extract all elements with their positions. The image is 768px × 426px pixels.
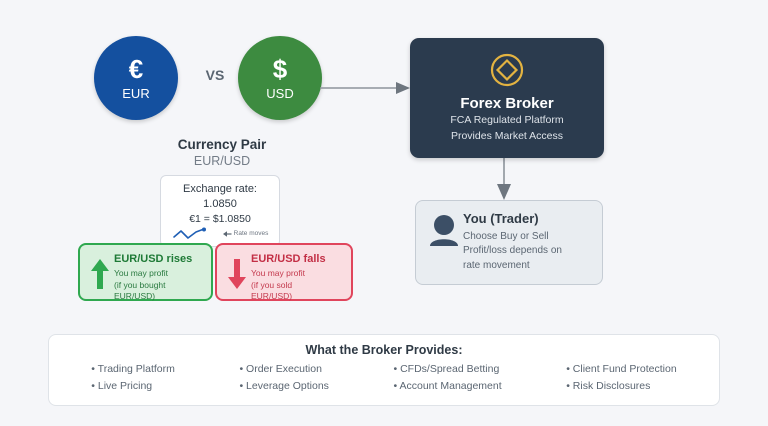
rate-moves-label: Rate moves bbox=[233, 230, 269, 238]
outcome-fall-text: EUR/USD falls You may profit (if you sol… bbox=[251, 253, 343, 303]
rate-sparkline-row: Rate moves bbox=[167, 227, 273, 241]
service-item: • Risk Disclosures bbox=[566, 379, 651, 392]
versus-label: VS bbox=[205, 67, 225, 83]
service-item: • CFDs/Spread Betting bbox=[393, 363, 500, 375]
outcome-rise-heading: EUR/USD rises bbox=[114, 253, 193, 265]
service-item: • Trading Platform bbox=[91, 363, 175, 375]
services-column: • Order Execution • Leverage Options bbox=[239, 363, 328, 392]
services-column: • CFDs/Spread Betting • Account Manageme… bbox=[393, 363, 501, 392]
currency-circle-usd: $ USD bbox=[238, 36, 322, 120]
trader-body-1: Choose Buy or Sell bbox=[463, 230, 549, 242]
connector-pair-to-broker bbox=[320, 82, 410, 94]
left-arrow-icon bbox=[222, 231, 232, 237]
currency-pair-title: Currency Pair bbox=[177, 137, 267, 152]
service-item: • Leverage Options bbox=[239, 379, 329, 392]
dollar-icon: $ bbox=[272, 54, 288, 84]
broker-title: Forex Broker bbox=[460, 95, 554, 113]
broker-subtitle-1: FCA Regulated Platform bbox=[450, 114, 564, 127]
currency-code-usd: USD bbox=[266, 86, 294, 101]
service-item: • Live Pricing bbox=[91, 379, 153, 392]
line-chart-icon bbox=[172, 227, 206, 239]
service-item: • Client Fund Protection bbox=[566, 363, 677, 375]
person-avatar-icon bbox=[425, 211, 463, 247]
outcome-rise-body: You may profit (if you bought EUR/USD) bbox=[114, 268, 169, 302]
service-item: • Order Execution bbox=[239, 363, 322, 375]
trader-text: You (Trader) Choose Buy or Sell Profit/l… bbox=[463, 211, 592, 273]
currency-circle-eur: € EUR bbox=[94, 36, 178, 120]
services-column: • Trading Platform • Live Pricing bbox=[91, 363, 175, 392]
services-column: • Client Fund Protection • Risk Disclosu… bbox=[566, 363, 676, 392]
trader-card: You (Trader) Choose Buy or Sell Profit/l… bbox=[415, 200, 603, 285]
trader-body-2: Profit/loss depends on bbox=[463, 245, 562, 257]
arrow-up-icon bbox=[86, 253, 114, 291]
outcome-card-fall: EUR/USD falls You may profit (if you sol… bbox=[215, 243, 353, 301]
currency-code-eur: EUR bbox=[122, 86, 150, 101]
connector-broker-to-trader bbox=[497, 156, 511, 200]
trader-body-3: rate movement bbox=[463, 259, 530, 271]
outcome-fall-body: You may profit (if you sold EUR/USD) bbox=[251, 268, 306, 302]
services-columns: • Trading Platform • Live Pricing • Orde… bbox=[59, 363, 709, 392]
broker-card: Forex Broker FCA Regulated Platform Prov… bbox=[410, 38, 604, 158]
diamond-in-circle-icon bbox=[490, 54, 524, 87]
broker-subtitle-2: Provides Market Access bbox=[450, 129, 564, 142]
euro-icon: € bbox=[128, 54, 144, 84]
outcome-card-rise: EUR/USD rises You may profit (if you bou… bbox=[78, 243, 213, 301]
services-title: What the Broker Provides: bbox=[305, 343, 463, 357]
service-item: • Account Management bbox=[393, 379, 502, 392]
exchange-rate-line: Exchange rate: 1.0850 bbox=[183, 183, 257, 210]
services-panel: What the Broker Provides: • Trading Plat… bbox=[48, 334, 720, 406]
arrow-down-icon bbox=[223, 253, 251, 291]
trader-title: You (Trader) bbox=[463, 211, 539, 226]
exchange-rate-card: Exchange rate: 1.0850 €1 = $1.0850 Rate … bbox=[160, 175, 280, 247]
exchange-rate-conversion: €1 = $1.0850 bbox=[189, 212, 251, 225]
currency-pair-value: EUR/USD bbox=[193, 154, 251, 168]
outcome-fall-heading: EUR/USD falls bbox=[251, 253, 326, 265]
outcome-rise-text: EUR/USD rises You may profit (if you bou… bbox=[114, 253, 203, 303]
